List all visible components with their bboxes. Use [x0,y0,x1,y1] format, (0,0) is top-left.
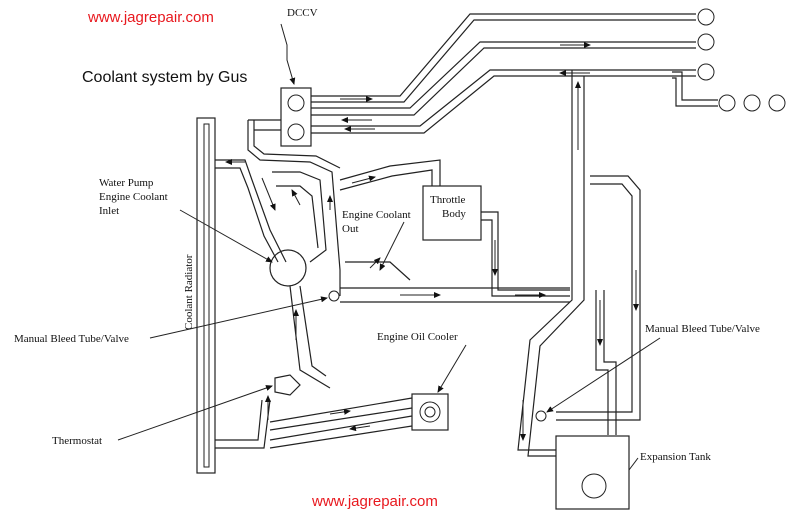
dccv-valve: DCCV [280,7,318,147]
engine-passages [215,119,341,296]
expansion-tank-label: Expansion Tank [640,451,711,463]
diagram-title: Coolant system by Gus [82,69,247,86]
expansion-tank-lines: Expansion Tank [517,70,711,510]
watermark-bottom: www.jagrepair.com [311,493,438,510]
engine-oil-cooler: Engine Oil Cooler [269,331,467,449]
dccv-label: DCCV [287,7,318,19]
thermostat [274,374,301,396]
engine-oil-cooler-label: Engine Oil Cooler [377,331,458,343]
svg-text:Body: Body [442,208,466,220]
coolant-radiator: Coolant Radiator [183,117,216,474]
water-pump [269,249,307,287]
svg-text:Inlet: Inlet [99,205,119,217]
throttle-body: Throttle Body [339,159,570,297]
manual-bleed-right-label: Manual Bleed Tube/Valve [645,323,760,335]
main-return-line [328,257,570,303]
branch-outlets [672,71,786,112]
svg-text:Engine Coolant: Engine Coolant [99,191,168,203]
heater-hoses [311,8,715,134]
svg-text:Throttle: Throttle [430,194,466,206]
callout-labels: Water Pump Engine Coolant Inlet Engine C… [14,177,760,447]
svg-text:Water Pump: Water Pump [99,177,154,189]
bleed-valve-right [535,410,547,422]
bleed-valve-left [328,290,340,302]
manual-bleed-left-label: Manual Bleed Tube/Valve [14,333,129,345]
svg-text:Out: Out [342,223,359,235]
expansion-tank [555,435,630,510]
watermark-top: www.jagrepair.com [87,9,214,26]
thermostat-label: Thermostat [52,435,102,447]
svg-text:Engine Coolant: Engine Coolant [342,209,411,221]
thermostat-lines [215,285,331,449]
coolant-radiator-label: Coolant Radiator [183,254,195,330]
